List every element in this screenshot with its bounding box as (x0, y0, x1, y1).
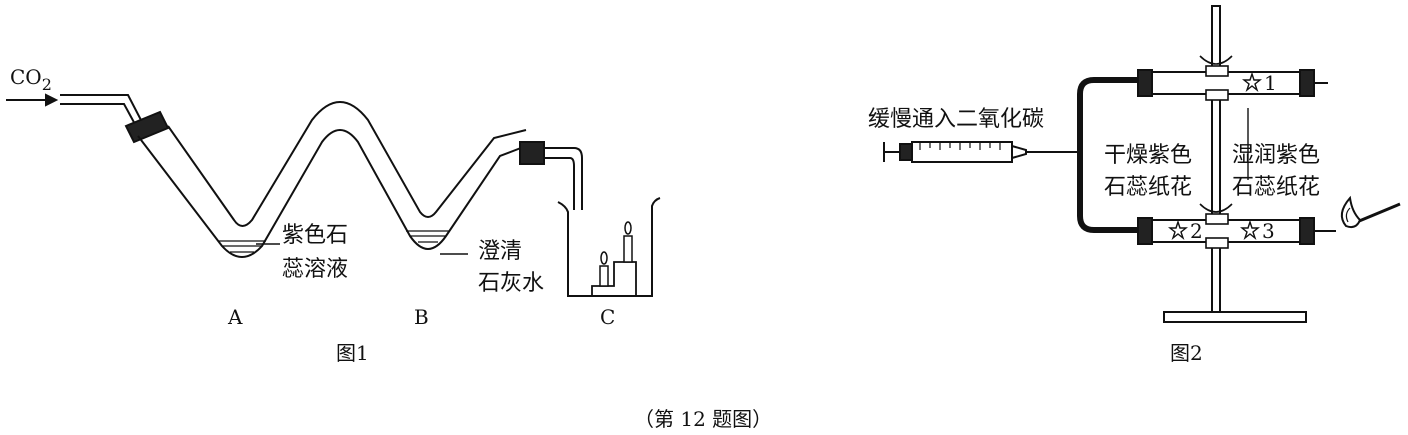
flower-1-icon (1242, 71, 1262, 93)
flower-number-2: 2 (1190, 219, 1203, 243)
question-caption: （第 12 题图） (634, 407, 772, 431)
letter-c: C (600, 305, 615, 329)
syringe-icon (883, 141, 1080, 163)
beaker-c (557, 197, 661, 297)
left-stopper (124, 110, 170, 144)
candle-low-icon (599, 251, 609, 287)
figure2 (883, 5, 1401, 323)
stand-base (1163, 311, 1307, 323)
figure1 (6, 93, 661, 297)
flower-3-icon (1240, 219, 1260, 241)
label-a-line2: 蕊溶液 (282, 257, 348, 282)
liquid-b (406, 230, 450, 243)
flower-2-icon (1168, 219, 1188, 241)
flower-number-1: 1 (1264, 71, 1277, 95)
wet-label-line1: 湿润紫色 (1232, 143, 1320, 168)
upper-tube (1137, 69, 1328, 97)
label-a-line1: 紫色石 (282, 223, 348, 248)
dry-label-line1: 干燥紫色 (1104, 143, 1192, 168)
inlet-tube (60, 94, 143, 123)
candle-steps (591, 261, 637, 296)
figure1-caption: 图1 (336, 341, 369, 365)
label-b-line1: 澄清 (478, 239, 522, 264)
co2-label: CO2 (10, 65, 52, 94)
liquid-a (218, 240, 266, 253)
co2-arrow-icon (6, 93, 59, 107)
lower-clamp (1199, 203, 1233, 249)
syringe-label: 缓慢通入二氧化碳 (868, 107, 1044, 132)
co2-subscript: 2 (42, 75, 52, 94)
burning-match-icon (1340, 195, 1401, 229)
right-stopper (519, 141, 545, 165)
w-tube-inner (167, 101, 527, 227)
outlet-tube (544, 147, 583, 210)
flower-number-3: 3 (1262, 219, 1275, 243)
letter-b: B (414, 305, 429, 329)
lower-tube (1137, 217, 1336, 245)
connector-tube (1077, 77, 1138, 233)
figure2-caption: 图2 (1170, 341, 1203, 365)
dry-label-line2: 石蕊纸花 (1104, 175, 1192, 200)
stand-rod (1211, 5, 1221, 317)
label-b-line2: 石灰水 (478, 271, 544, 296)
candle-high-icon (623, 221, 633, 263)
upper-clamp (1199, 55, 1233, 101)
letter-a: A (227, 305, 243, 329)
w-tube-outer (137, 129, 527, 258)
wet-label-line2: 石蕊纸花 (1232, 175, 1320, 200)
